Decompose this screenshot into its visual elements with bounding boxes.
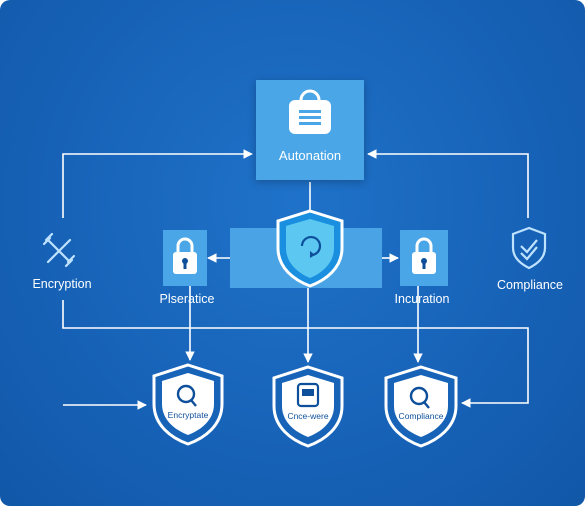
plseratice-label: Plseratice: [159, 292, 215, 306]
right-lock-box[interactable]: [400, 230, 448, 286]
cnce-were-label: Cnce-were: [287, 411, 329, 421]
autonation-label: Autonation: [278, 148, 342, 163]
device-icon: [296, 382, 320, 408]
tools-icon: [40, 230, 80, 270]
bottom-shield-encryptate[interactable]: [150, 362, 226, 446]
encryptate-label: Encryptate: [167, 410, 209, 420]
refresh-icon: [300, 235, 322, 258]
center-shield[interactable]: [274, 208, 346, 288]
lock-icon: [412, 237, 436, 274]
encryption-label: Encryption: [32, 277, 92, 291]
search-icon: [409, 386, 430, 409]
lock-icon: [173, 237, 197, 274]
compliance-shield-label: Compliance: [398, 411, 444, 421]
search-icon: [176, 384, 197, 407]
shield-check-icon: [510, 226, 548, 270]
bottom-shield-cnce-were[interactable]: [270, 364, 346, 448]
left-lock-box[interactable]: [163, 230, 207, 286]
bottom-shield-compliance[interactable]: [382, 364, 460, 448]
autonation-box[interactable]: [256, 80, 364, 180]
compliance-label: Compliance: [496, 278, 564, 292]
incuration-label: Incuration: [394, 292, 450, 306]
document-icon: [289, 89, 331, 134]
